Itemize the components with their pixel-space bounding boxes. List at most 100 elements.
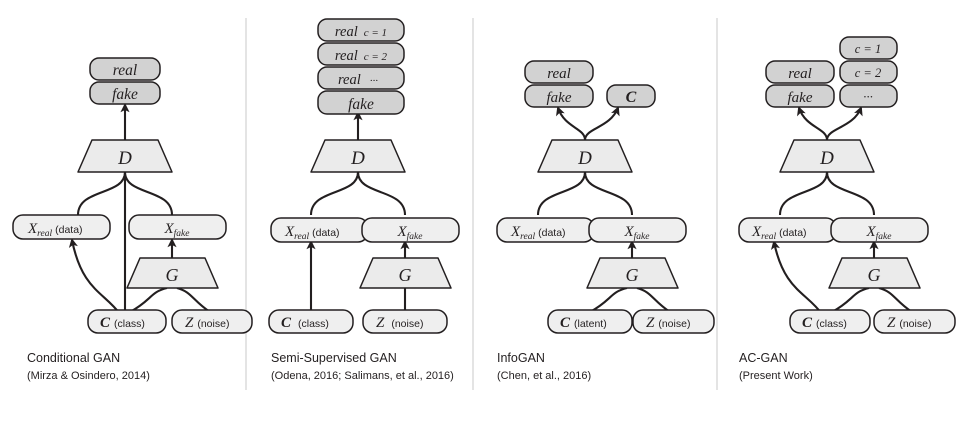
edge-c-to-xreal (770, 240, 823, 315)
panel-caption: Conditional GAN (Mirza & Osindero, 2014) (27, 351, 150, 382)
edge-d-to-realfake (556, 106, 587, 141)
input-c-label: C(class) (802, 315, 847, 331)
x-fake-label: Xfake (866, 224, 892, 242)
generator-node[interactable]: G (126, 257, 219, 289)
panel-caption: InfoGAN (Chen, et al., 2016) (497, 351, 591, 382)
input-z-label: Z(noise) (887, 315, 931, 331)
discriminator-label: D (350, 148, 365, 169)
edge-z-to-g (176, 286, 211, 313)
output-label: c = 2 (855, 66, 881, 80)
output-box-real[interactable]: real (89, 57, 161, 81)
edges (68, 103, 211, 318)
output-label: fake (348, 96, 374, 113)
output-label: fake (112, 86, 138, 103)
output-box-fake[interactable]: fake (524, 84, 594, 108)
x-real-box[interactable]: Xreal(data) (270, 217, 369, 243)
output-label: fake (788, 90, 813, 106)
generator-node[interactable]: G (828, 257, 921, 289)
generator-label: G (166, 265, 179, 285)
input-box-z[interactable]: Z(noise) (632, 309, 715, 334)
edge-c-to-xreal (68, 238, 121, 315)
output-box-class-2[interactable]: c = 2 (839, 60, 898, 84)
output-label: c = 1 (855, 42, 881, 56)
x-fake-box[interactable]: Xfake (830, 217, 929, 243)
discriminator-node[interactable]: D (537, 139, 633, 173)
generator-label: G (399, 265, 412, 285)
middle-boxes: Xreal(data) Xfake (12, 214, 227, 240)
x-real-label: Xreal(data) (27, 221, 83, 239)
caption-title: Conditional GAN (27, 351, 120, 365)
input-boxes: C(latent) Z(noise) (547, 309, 715, 334)
middle-boxes: Xreal(data) Xfake (496, 217, 687, 243)
edge-z-to-g (636, 286, 671, 313)
edge-d-to-xreal (76, 171, 127, 216)
input-box-z[interactable]: Z(noise) (362, 309, 448, 334)
edges (536, 106, 671, 313)
x-fake-box[interactable]: Xfake (361, 217, 460, 243)
discriminator-label: D (117, 148, 132, 169)
x-real-box[interactable]: Xreal(data) (738, 217, 837, 243)
discriminator-node[interactable]: D (310, 139, 406, 173)
x-fake-box[interactable]: Xfake (128, 214, 227, 240)
discriminator-node[interactable]: D (779, 139, 875, 173)
panel-caption: Semi-Supervised GAN (Odena, 2016; Salima… (271, 351, 454, 382)
edges (306, 111, 410, 310)
generator-node[interactable]: G (359, 257, 452, 289)
output-boxes: real fake C (524, 60, 656, 108)
discriminator-label: D (819, 148, 834, 169)
panel-infogan: real fake C D Xreal(data) (496, 60, 715, 382)
middle-boxes: Xreal(data) Xfake (270, 217, 460, 243)
caption-title: InfoGAN (497, 351, 545, 365)
caption-subtitle: (Chen, et al., 2016) (497, 370, 591, 382)
output-box-fake[interactable]: fake (317, 90, 405, 115)
input-box-c[interactable]: C(class) (87, 309, 167, 334)
generator-node[interactable]: G (586, 257, 679, 289)
x-fake-label: Xfake (624, 224, 650, 242)
input-boxes: C(class) Z(noise) (268, 309, 448, 334)
caption-title: AC-GAN (739, 351, 788, 365)
output-box-fake[interactable]: fake (89, 81, 161, 105)
caption-subtitle: (Mirza & Osindero, 2014) (27, 370, 150, 382)
edge-d-to-xreal (309, 171, 360, 216)
x-real-box[interactable]: Xreal(data) (12, 214, 111, 240)
input-box-c[interactable]: C(class) (268, 309, 354, 334)
input-c-label: C(latent) (560, 315, 607, 331)
caption-subtitle: (Present Work) (739, 370, 813, 382)
input-z-label: Z(noise) (376, 315, 423, 331)
panel-ac-gan: real fake c = 1 c = 2 ··· D (738, 36, 956, 382)
output-box-fake[interactable]: fake (765, 84, 835, 108)
output-box-real[interactable]: real (524, 60, 594, 84)
input-box-c[interactable]: C(latent) (547, 309, 633, 334)
output-box-c[interactable]: C (606, 84, 656, 108)
generator-label: G (868, 265, 881, 285)
input-box-z[interactable]: Z(noise) (873, 309, 956, 334)
output-box-class-more[interactable]: ··· (839, 84, 898, 108)
input-boxes: C(class) Z(noise) (789, 309, 956, 334)
x-fake-box[interactable]: Xfake (588, 217, 687, 243)
output-boxes: real fake c = 1 c = 2 ··· (765, 36, 898, 108)
input-box-z[interactable]: Z(noise) (171, 309, 253, 334)
output-box-class-1[interactable]: c = 1 (839, 36, 898, 60)
edge-c-to-g (589, 286, 628, 313)
output-label: fake (547, 90, 572, 106)
output-box-real-more[interactable]: real··· (317, 66, 405, 90)
discriminator-node[interactable]: D (77, 139, 173, 173)
output-label: real (547, 66, 571, 82)
x-real-label: Xreal(data) (284, 224, 340, 242)
output-box-real[interactable]: real (765, 60, 835, 84)
x-real-box[interactable]: Xreal(data) (496, 217, 595, 243)
input-box-c[interactable]: C(class) (789, 309, 871, 334)
middle-boxes: Xreal(data) Xfake (738, 217, 929, 243)
output-boxes: real fake (89, 57, 161, 105)
output-label: real··· (338, 72, 378, 88)
output-label: real (788, 66, 812, 82)
edge-c-to-g (831, 286, 870, 313)
edge-d-to-xfake (356, 171, 407, 216)
